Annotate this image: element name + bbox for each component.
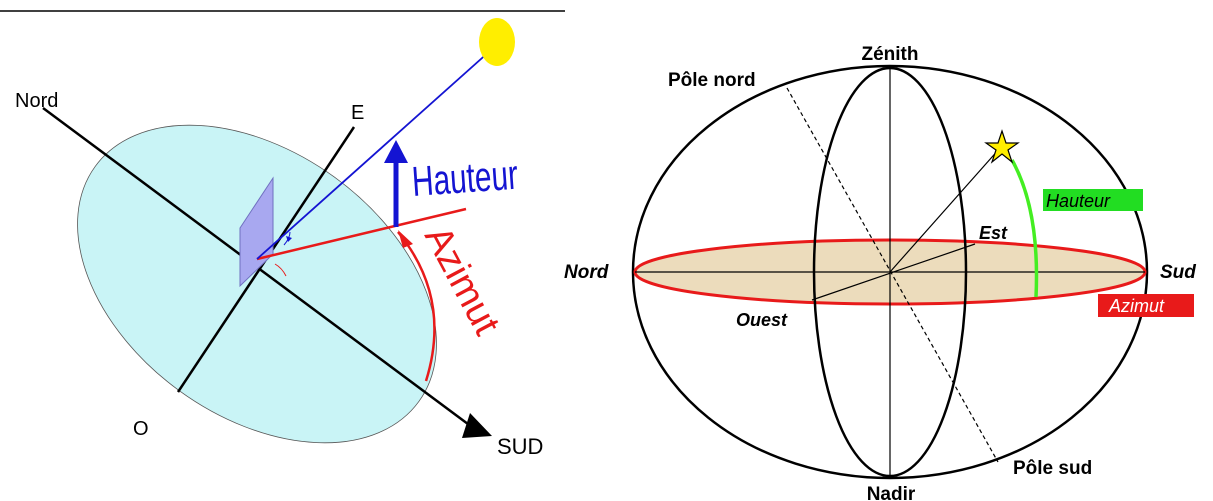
label-south: Sud: [1160, 262, 1196, 283]
south-arrowhead: [462, 413, 492, 438]
star: [984, 129, 1020, 164]
label-east: Est: [979, 223, 1008, 243]
horizon-plane: [77, 124, 437, 444]
altitude-arrowhead: [384, 140, 408, 163]
label-north: Nord: [564, 262, 609, 283]
celestial-sphere: [631, 64, 1149, 480]
right-diagram: Zénith Pôle nord Nord Sud Est Ouest Pôle…: [564, 44, 1196, 501]
azimuth-rim-arc: [397, 231, 436, 382]
label-zenith: Zénith: [862, 44, 919, 65]
label-nadir: Nadir: [867, 484, 916, 501]
sun: [479, 18, 515, 66]
azimuth-tag-bg: [1098, 294, 1194, 317]
azimuth-arrowhead: [398, 230, 413, 248]
label-south: SUD: [497, 434, 543, 459]
altitude-arc: [1010, 159, 1039, 298]
label-east: E: [351, 102, 364, 124]
label-altitude: Hauteur: [410, 151, 519, 205]
azimuth-direction-line: [256, 207, 467, 261]
altitude-tag-bg: [1043, 189, 1143, 211]
label-north-pole: Pôle nord: [668, 70, 756, 91]
label-north: Nord: [15, 90, 58, 112]
label-west: Ouest: [736, 310, 788, 330]
label-altitude: Hauteur: [1046, 191, 1111, 211]
polar-axis: [786, 87, 999, 463]
left-diagram: Nord E O SUD Hauteur Azimut: [0, 10, 565, 459]
altitude-small-arrow: [286, 236, 292, 242]
star-direction-line: [889, 147, 1001, 273]
label-west: O: [133, 418, 149, 440]
label-azimuth: Azimut: [1108, 296, 1165, 316]
azimuth-small-angle: [274, 263, 287, 277]
east-west-line: [811, 243, 976, 301]
label-south-pole: Pôle sud: [1013, 458, 1092, 479]
sun-direction-line: [256, 41, 501, 260]
